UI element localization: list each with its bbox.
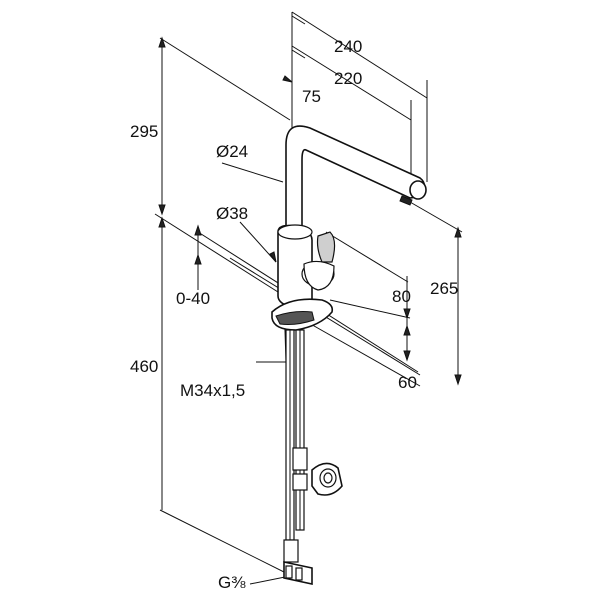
lever-base: [303, 260, 335, 291]
dim-265: 265: [430, 279, 458, 298]
dim-240: 240: [334, 37, 362, 56]
faucet: [271, 125, 427, 585]
spout-tube: [285, 125, 426, 241]
dim-connection: G⅜: [218, 573, 246, 592]
dim-220: 220: [334, 69, 362, 88]
dim-460: 460: [130, 357, 158, 376]
dim-75: 75: [302, 87, 321, 106]
base-gasket: [275, 311, 315, 325]
body-top-ring: [277, 224, 313, 240]
dim-295: 295: [130, 122, 158, 141]
spout-nozzle: [399, 195, 413, 206]
dim-diameter-24: Ø24: [216, 142, 248, 161]
spout-outlet: [409, 180, 427, 200]
hose-fitting: [292, 447, 308, 471]
hose-fitting-lower: [292, 473, 308, 491]
dim-diameter-38: Ø38: [216, 204, 248, 223]
dimension-lines: [154, 11, 463, 585]
dim-60: 60: [398, 373, 417, 392]
dim-thread: M34x1,5: [180, 381, 245, 400]
bottom-fitting: [283, 539, 299, 563]
dim-0-40: 0-40: [176, 289, 210, 308]
dimension-labels: 240 220 75 295 Ø24 Ø38 0-40 265 80 60 46…: [130, 37, 458, 592]
dim-80: 80: [392, 287, 411, 306]
lever-handle: [316, 231, 336, 263]
